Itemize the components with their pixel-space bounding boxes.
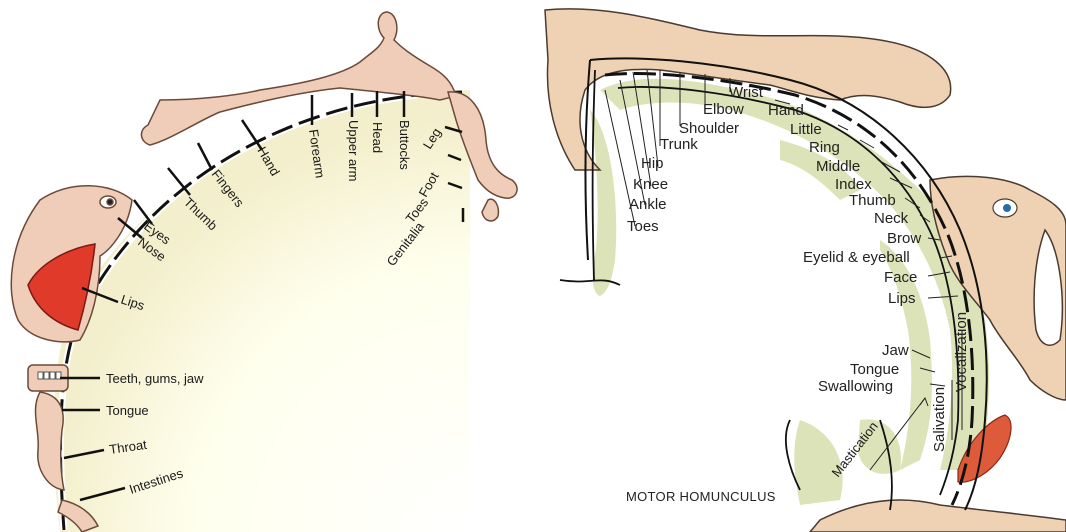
- label-vocalization: Vocalization: [953, 312, 970, 392]
- label-tongue: Tongue: [850, 361, 899, 378]
- label-head: Head: [370, 122, 385, 153]
- label-elbow: Elbow: [703, 101, 744, 118]
- sensory-homunculus: Genitalia Toes Foot Leg Buttocks Head Up…: [11, 12, 517, 532]
- motor-cortex-tissue: [590, 79, 989, 505]
- label-upper-arm: Upper arm: [346, 120, 361, 181]
- label-hand: Hand: [768, 102, 804, 119]
- label-middle: Middle: [816, 158, 860, 175]
- label-tongue: Tongue: [106, 403, 149, 418]
- label-salivation: Salivation: [931, 387, 948, 452]
- label-face: Face: [884, 269, 917, 286]
- label-knee: Knee: [633, 176, 668, 193]
- label-ring: Ring: [809, 139, 840, 156]
- label-index: Index: [835, 176, 872, 193]
- label-hip: Hip: [641, 155, 664, 172]
- label-toes: Toes: [627, 218, 659, 235]
- label-ankle: Ankle: [629, 196, 667, 213]
- label-swallowing: Swallowing: [818, 378, 893, 395]
- motor-homunculus-title: MOTOR HOMUNCULUS: [626, 489, 776, 504]
- label-buttocks: Buttocks: [397, 120, 412, 170]
- label-thumb: Thumb: [849, 192, 896, 209]
- label-trunk: Trunk: [660, 136, 698, 153]
- label-lips: Lips: [888, 290, 916, 307]
- motor-homunculus: Toes Ankle Knee Hip Trunk Shoulder Elbow…: [545, 9, 1066, 532]
- motor-eye-icon: [993, 199, 1017, 217]
- label-little: Little: [790, 121, 822, 138]
- label-wrist: Wrist: [729, 84, 764, 101]
- label-jaw: Jaw: [882, 342, 909, 359]
- label-neck: Neck: [874, 210, 909, 227]
- label-brow: Brow: [887, 230, 921, 247]
- label-shoulder: Shoulder: [679, 120, 739, 137]
- label-eyelid-eyeball: Eyelid & eyeball: [803, 249, 910, 266]
- label-teeth-gums-jaw: Teeth, gums, jaw: [106, 371, 204, 386]
